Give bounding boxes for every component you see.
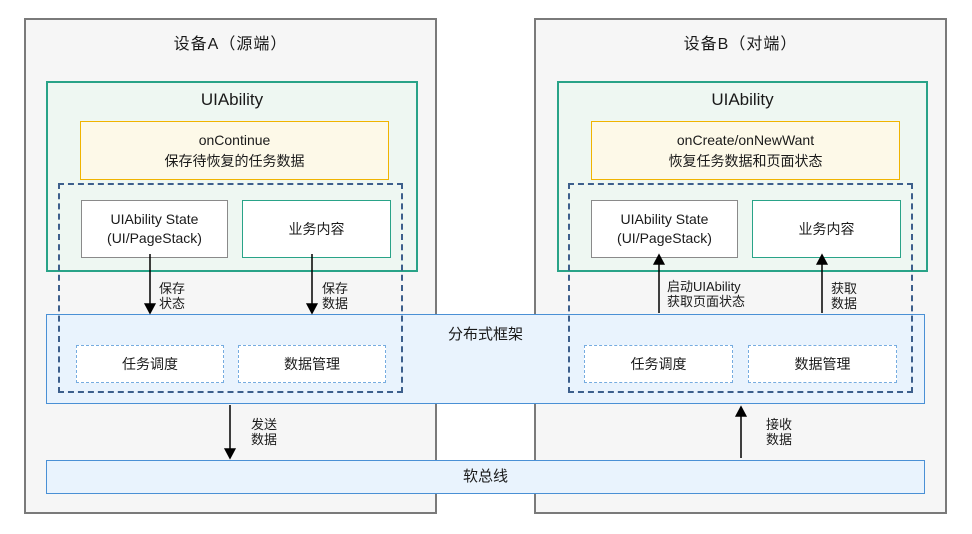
device-a-uiability-box: UIAbility onContinue 保存待恢复的任务数据 UIAbilit… — [46, 81, 418, 272]
device-b-data-management-box: 数据管理 — [748, 345, 897, 383]
softbus-label: 软总线 — [462, 468, 508, 485]
device-b-title: 设备B（对端） — [683, 36, 798, 53]
label-b-get-data-line2: 数据 — [831, 296, 858, 311]
device-a-oncontinue-box: onContinue 保存待恢复的任务数据 — [80, 121, 389, 180]
label-b-receive-data-line2: 数据 — [766, 432, 793, 447]
device-b-oncreate-line1: onCreate/onNewWant — [676, 131, 815, 148]
device-a-oncontinue-line1: onContinue — [198, 131, 271, 148]
device-b-box: 设备B（对端） UIAbility onCreate/onNewWant 恢复任… — [534, 18, 947, 514]
device-b-oncreate-box: onCreate/onNewWant 恢复任务数据和页面状态 — [591, 121, 900, 180]
distributed-framework-label: 分布式框架 — [447, 326, 523, 343]
device-a-box: 设备A（源端） UIAbility onContinue 保存待恢复的任务数据 … — [24, 18, 437, 514]
device-a-oncontinue-line2: 保存待恢复的任务数据 — [164, 152, 305, 169]
device-b-task-scheduling-box: 任务调度 — [584, 345, 733, 383]
device-b-business-content-box: 业务内容 — [752, 200, 901, 258]
device-a-data-management-label: 数据管理 — [284, 356, 340, 372]
distributed-framework-band: 分布式框架 任务调度 数据管理 任务调度 数据管理 — [46, 314, 925, 404]
device-a-title: 设备A（源端） — [173, 36, 288, 53]
device-a-task-scheduling-box: 任务调度 — [76, 345, 224, 383]
device-a-business-content-box: 业务内容 — [242, 200, 391, 258]
label-a-save-data: 保存 数据 — [322, 281, 348, 311]
device-b-uiability-state-box: UIAbility State (UI/PageStack) — [591, 200, 738, 258]
label-a-save-data-line2: 数据 — [322, 296, 349, 311]
device-a-task-scheduling-label: 任务调度 — [122, 356, 178, 372]
label-b-get-data-line1: 获取 — [831, 281, 858, 296]
device-a-business-content-label: 业务内容 — [288, 220, 345, 237]
device-b-uiability-state-line2: (UI/PageStack) — [617, 230, 712, 246]
device-b-business-content-label: 业务内容 — [798, 220, 855, 237]
device-a-uiability-state-line2: (UI/PageStack) — [107, 230, 202, 246]
device-a-data-management-box: 数据管理 — [238, 345, 386, 383]
label-a-save-state-line2: 状态 — [159, 296, 186, 311]
device-b-uiability-title: UIAbility — [711, 90, 774, 109]
label-a-save-data-line1: 保存 — [322, 281, 349, 296]
label-b-receive-data-line1: 接收 — [766, 417, 793, 432]
device-b-uiability-state-line1: UIAbility State — [620, 211, 709, 227]
label-a-save-state: 保存 状态 — [159, 281, 185, 311]
softbus-band: 软总线 — [46, 460, 925, 494]
label-a-send-data: 发送 数据 — [251, 417, 277, 447]
label-b-restore-state: 启动UIAbility 获取页面状态 — [667, 279, 745, 309]
label-a-send-data-line1: 发送 — [251, 417, 278, 432]
device-a-uiability-title: UIAbility — [200, 90, 264, 109]
device-b-data-management-label: 数据管理 — [794, 356, 851, 372]
label-a-save-state-line1: 保存 — [159, 281, 186, 296]
label-b-restore-state-line2: 获取页面状态 — [667, 294, 746, 309]
device-b-task-scheduling-label: 任务调度 — [630, 356, 687, 372]
label-a-send-data-line2: 数据 — [251, 432, 278, 447]
label-b-get-data: 获取 数据 — [831, 281, 857, 311]
device-b-uiability-box: UIAbility onCreate/onNewWant 恢复任务数据和页面状态… — [557, 81, 928, 272]
label-b-restore-state-line1: 启动UIAbility — [667, 279, 741, 294]
label-b-receive-data: 接收 数据 — [766, 417, 792, 447]
device-a-uiability-state-line1: UIAbility State — [110, 211, 199, 227]
device-b-oncreate-line2: 恢复任务数据和页面状态 — [668, 152, 823, 169]
device-a-uiability-state-box: UIAbility State (UI/PageStack) — [81, 200, 228, 258]
